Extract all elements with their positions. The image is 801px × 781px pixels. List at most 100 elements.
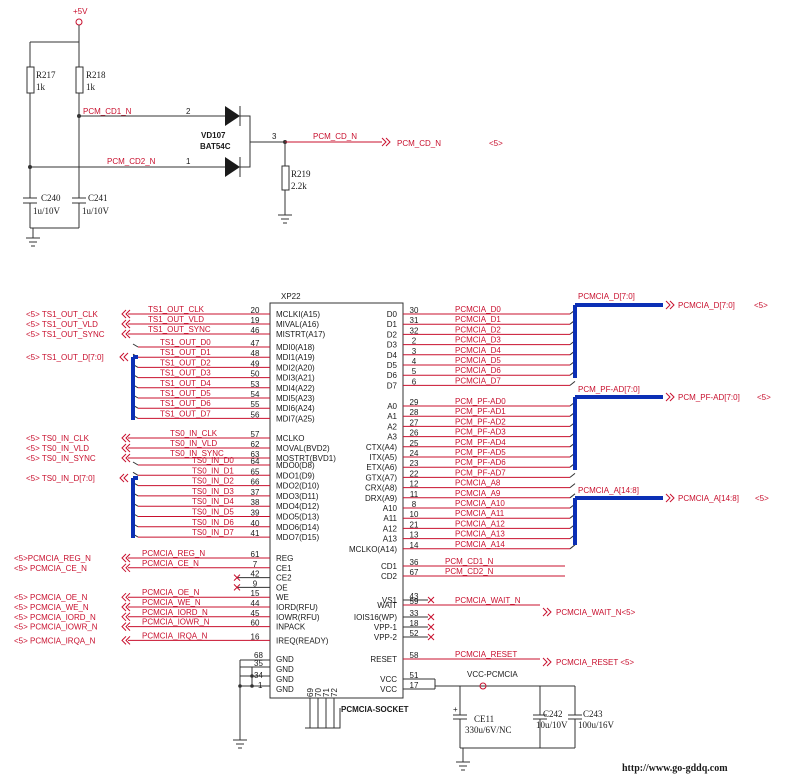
port-ts1-ctrl-0: <5> TS1_OUT_CLK bbox=[26, 310, 99, 319]
pin-num-ts1-ctrl-0: 20 bbox=[251, 306, 260, 315]
pin-sig-ctrl-0: REG bbox=[276, 554, 293, 563]
pin-num-d4: 3 bbox=[412, 347, 417, 356]
pin-sig-misc6: VPP-2 bbox=[374, 633, 398, 642]
pin-num-ts0-d1: 65 bbox=[251, 467, 260, 476]
pin-sig-d3: D3 bbox=[387, 341, 398, 350]
pin-num-a10: 8 bbox=[412, 500, 417, 509]
net-label-cd1: PCM_CD1_N bbox=[83, 107, 132, 116]
pin-num-ts1-d0: 47 bbox=[251, 339, 260, 348]
pin-sig-ts0-d3: MDO3(D11) bbox=[276, 492, 319, 501]
pin-sig-ts0-d4: MDO4(D12) bbox=[276, 502, 319, 511]
pin-sig-misc5: VPP-1 bbox=[374, 623, 398, 632]
pin-sig-ctrl-3: OE bbox=[276, 583, 288, 592]
r219-body bbox=[281, 165, 290, 191]
net-label-d7: PCMCIA_D7 bbox=[455, 376, 501, 385]
ce11-plus: + bbox=[453, 705, 458, 714]
pin-num-misc7: 58 bbox=[410, 651, 419, 660]
pin-num-a4: 25 bbox=[410, 439, 419, 448]
pin-sig-a3: A3 bbox=[387, 433, 397, 442]
pin-num-ts1-ctrl-1: 19 bbox=[251, 316, 260, 325]
gnd-label-2: GND bbox=[276, 665, 294, 674]
pin-num-a2: 27 bbox=[410, 418, 419, 427]
pin-sig-vcc-9: VCC bbox=[380, 685, 397, 694]
pin-num-vcc-9: 17 bbox=[410, 681, 419, 690]
vcc-5v-symbol bbox=[75, 18, 83, 26]
pin-num-misc2: 43 bbox=[410, 592, 419, 601]
port-ctrl-5: <5> PCMCIA_WE_N bbox=[14, 603, 89, 612]
net-label-ts1-d1: TS1_OUT_D1 bbox=[160, 348, 211, 357]
pin-sig-a9: DRX(A9) bbox=[365, 494, 397, 503]
ce11-ref: CE11 bbox=[474, 714, 494, 724]
gnd-pin-1: 1 bbox=[258, 681, 263, 690]
pin-num-ts0-d7: 41 bbox=[251, 529, 260, 538]
pin-sig-ts0-d0: MDO0(D8) bbox=[276, 461, 315, 470]
port-cd: PCM_CD_N bbox=[397, 139, 441, 148]
pin-sig-ts1-d5: MDI5(A23) bbox=[276, 394, 315, 403]
pin-num-a14: 14 bbox=[410, 541, 419, 550]
pin-num-ts1-d4: 53 bbox=[251, 380, 260, 389]
net-label-a9: PCMCIA_A9 bbox=[455, 489, 501, 498]
gnd-label-4: GND bbox=[276, 685, 294, 694]
vcc-pcmcia-label: VCC-PCMCIA bbox=[467, 670, 518, 679]
port-ts0-ctrl-1: <5> TS0_IN_VLD bbox=[26, 444, 89, 453]
r219-value: 2.2k bbox=[291, 181, 307, 191]
pin-num-a3: 26 bbox=[410, 429, 419, 438]
port-ts1-ctrl-1: <5> TS1_OUT_VLD bbox=[26, 320, 98, 329]
ic-name: PCMCIA-SOCKET bbox=[341, 705, 409, 714]
pin-num-misc5: 18 bbox=[410, 619, 419, 628]
pin-sig-ts1-d2: MDI2(A20) bbox=[276, 363, 315, 372]
pin-num-ts0-d4: 38 bbox=[251, 498, 260, 507]
net-label-a8: PCMCIA_A8 bbox=[455, 479, 501, 488]
r219-ref: R219 bbox=[291, 169, 311, 179]
bus-d-port: PCMCIA_D[7:0] bbox=[678, 301, 735, 310]
bus-a-port: PCMCIA_A[14:8] bbox=[678, 494, 739, 503]
net-label-ctrl-4: PCMCIA_OE_N bbox=[142, 588, 200, 597]
pin-num-ts1-d2: 49 bbox=[251, 359, 260, 368]
net-label-a12: PCMCIA_A12 bbox=[455, 519, 505, 528]
pin-sig-ts1-d4: MDI4(A22) bbox=[276, 384, 315, 393]
gnd-pin-34: 34 bbox=[254, 671, 263, 680]
net-label-d0: PCMCIA_D0 bbox=[455, 305, 501, 314]
pin-sig-a10: A10 bbox=[383, 504, 398, 513]
net-label-ctrl-5: PCMCIA_WE_N bbox=[142, 598, 201, 607]
bottom-pin-69: 69 bbox=[306, 688, 315, 697]
pin-num-ctrl-4: 15 bbox=[251, 589, 260, 598]
r218-body bbox=[75, 66, 84, 94]
port-ctrl-4: <5> PCMCIA_OE_N bbox=[14, 593, 88, 602]
net-label-ctrl-8: PCMCIA_IRQA_N bbox=[142, 631, 208, 640]
pin-sig-d4: D4 bbox=[387, 351, 398, 360]
pin-num-ts0-d0: 64 bbox=[251, 457, 260, 466]
net-label-a11: PCMCIA_A11 bbox=[455, 509, 505, 518]
pin-sig-a1: A1 bbox=[387, 412, 397, 421]
c240-ref: C240 bbox=[41, 193, 61, 203]
net-label-cd1: PCM_CD1_N bbox=[445, 557, 494, 566]
pin-sig-a12: A12 bbox=[383, 524, 398, 533]
c243-value: 100u/16V bbox=[578, 720, 615, 730]
pin-sig-d7: D7 bbox=[387, 381, 398, 390]
pin-sig-d2: D2 bbox=[387, 330, 398, 339]
diode-pin-3: 3 bbox=[272, 132, 277, 141]
net-label-a2: PCM_PF-AD2 bbox=[455, 417, 506, 426]
pin-num-ctrl-7: 60 bbox=[251, 619, 260, 628]
pin-sig-ctrl-4: WE bbox=[276, 593, 289, 602]
pin-num-ts1-d7: 56 bbox=[251, 410, 260, 419]
pin-sig-ts1-d1: MDI1(A19) bbox=[276, 353, 315, 362]
net-label-ts0-d3: TS0_IN_D3 bbox=[192, 487, 234, 496]
pin-num-ctrl-6: 45 bbox=[251, 609, 260, 618]
net-label-ts1-ctrl-1: TS1_OUT_VLD bbox=[148, 315, 204, 324]
pin-num-ctrl-5: 44 bbox=[251, 599, 260, 608]
port-ts1-ctrl-2: <5> TS1_OUT_SYNC bbox=[26, 330, 105, 339]
net-label-a4: PCM_PF-AD4 bbox=[455, 438, 506, 447]
port-ts0-ctrl-2: <5> TS0_IN_SYNC bbox=[26, 454, 96, 463]
pin-num-a1: 28 bbox=[410, 408, 419, 417]
net-label-a10: PCMCIA_A10 bbox=[455, 499, 505, 508]
pin-sig-ts0-d2: MDO2(D10) bbox=[276, 482, 319, 491]
watermark-url: http://www.go-gddq.com bbox=[622, 763, 728, 774]
port-cd-page: <5> bbox=[489, 139, 503, 148]
pin-num-d5: 4 bbox=[412, 357, 417, 366]
net-label-ts0-d2: TS0_IN_D2 bbox=[192, 477, 234, 486]
net-label-ts0-ctrl-1: TS0_IN_VLD bbox=[170, 439, 217, 448]
bottom-pins: 69 70 71 72 bbox=[305, 688, 341, 729]
pin-num-ctrl-1: 7 bbox=[253, 560, 258, 569]
